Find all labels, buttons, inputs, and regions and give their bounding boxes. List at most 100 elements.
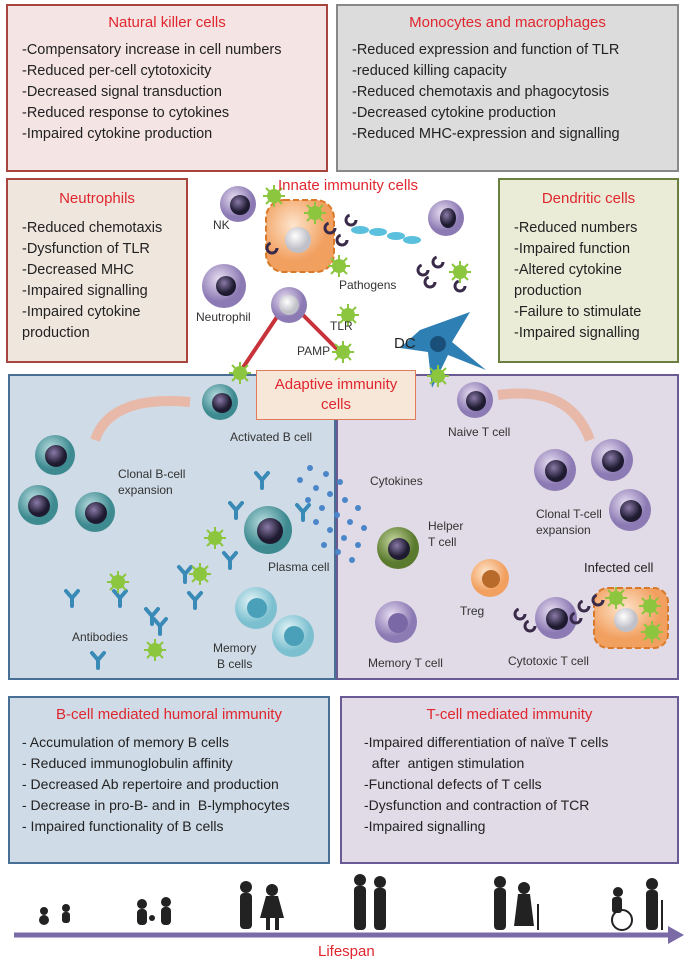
lifespan-label: Lifespan (318, 943, 375, 960)
neutrophils-box: Neutrophils -Reduced chemotaxis -Dysfunc… (6, 178, 188, 363)
list-item: -Impaired signalling (514, 325, 640, 341)
neutrophils-list: -Reduced chemotaxis -Dysfunction of TLR … (22, 218, 162, 344)
clonal-t-label: Clonal T-cell expansion (536, 507, 602, 537)
list-item: production (514, 283, 582, 299)
list-item: -Impaired cytokine production (22, 126, 213, 142)
nk-title: Natural killer cells (108, 14, 226, 31)
t-mediated-box: T-cell mediated immunity -Impaired diffe… (340, 696, 679, 864)
t-expansion-arrow (497, 388, 595, 442)
youth-icon (240, 881, 284, 930)
list-item: -Impaired function (514, 241, 631, 257)
helper-t-label: Helper T cell (428, 519, 464, 549)
list-item: - Decrease in pro-B- and in B-lymphocyte… (22, 797, 290, 813)
list-item: -Reduced chemotaxis (22, 220, 163, 236)
elderly-icon (494, 876, 539, 930)
list-item: -Reduced per-cell cytotoxicity (22, 63, 212, 79)
list-item: -reduced killing capacity (352, 63, 507, 79)
dendritic-cell-illustration (400, 312, 486, 388)
adults-icon (354, 874, 386, 930)
people-silhouettes (39, 874, 663, 931)
list-item: -Failure to stimulate (514, 304, 642, 320)
pamp-label: PAMP (297, 344, 331, 358)
list-item: - Accumulation of memory B cells (22, 734, 229, 750)
treg-label: Treg (460, 604, 485, 618)
neutrophils-title: Neutrophils (59, 190, 135, 207)
tlr-label: TLR (330, 319, 353, 333)
list-item: -Reduced MHC-expression and signalling (352, 126, 620, 142)
list-item: -Reduced expression and function of TLR (352, 42, 620, 58)
list-item: -Impaired signalling (22, 283, 148, 299)
adaptive-title: Adaptive immunity cells (274, 376, 398, 413)
monocytes-box: Monocytes and macrophages -Reduced expre… (336, 4, 679, 172)
memory-t-label: Memory T cell (368, 656, 443, 670)
humoral-list: - Accumulation of memory B cells - Reduc… (22, 732, 290, 837)
list-item: after antigen stimulation (364, 755, 525, 771)
nk-list: -Compensatory increase in cell numbers -… (22, 40, 282, 145)
cytokine-dots (297, 465, 367, 563)
list-item: -Dysfunction of TLR (22, 241, 150, 257)
cytokines-label: Cytokines (370, 474, 423, 488)
naive-t-cell-label: Naive T cell (448, 425, 511, 439)
naive-t-cell-illustration (457, 382, 493, 418)
b-expansion-arrow (90, 396, 191, 442)
helper-t-cell-illustration (377, 527, 419, 569)
list-item: -Compensatory increase in cell numbers (22, 42, 282, 58)
list-item: -Functional defects of T cells (364, 776, 542, 792)
macrophage-illustration (265, 199, 335, 273)
memory-b-label: Memory B cells (213, 641, 257, 671)
activated-b-cell-illustration (202, 384, 238, 420)
list-item: -Impaired signalling (364, 818, 486, 834)
nk-label: NK (213, 218, 230, 232)
cytotoxic-t-cell-illustration (535, 597, 577, 639)
clonal-t-cells (534, 439, 651, 531)
list-item: - Impaired functionality of B cells (22, 818, 224, 834)
list-item: -Decreased signal transduction (22, 84, 222, 100)
humoral-title: B-cell mediated humoral immunity (56, 706, 282, 723)
dendritic-title: Dendritic cells (541, 190, 636, 207)
list-item: -Impaired differentiation of naïve T cel… (364, 734, 609, 750)
list-item: -Impaired cytokine (22, 304, 141, 320)
phagocyte-illustration (271, 287, 307, 323)
lifespan-arrowhead (668, 926, 684, 944)
clonal-b-label: Clonal B-cell expansion (118, 467, 186, 497)
aged-wheelchair-icon (611, 878, 663, 931)
list-item: production (22, 325, 90, 341)
plasma-cell-label: Plasma cell (268, 560, 330, 574)
children-icon (137, 897, 171, 925)
list-item: -Decreased MHC (22, 262, 134, 278)
monocyte-illustration (428, 200, 464, 236)
adaptive-title-box: Adaptive immunity cells (256, 370, 416, 420)
innate-title: Innate immunity cells (278, 177, 419, 194)
monocytes-list: -Reduced expression and function of TLR … (352, 40, 620, 145)
memory-b-cells (235, 587, 314, 657)
list-item: -Decreased cytokine production (352, 105, 556, 121)
pathogens-label: Pathogens (339, 278, 397, 292)
t-mediated-title: T-cell mediated immunity (426, 706, 593, 723)
list-item: -Reduced numbers (514, 220, 638, 236)
neutrophil-illustration (202, 264, 246, 308)
antibodies-label: Antibodies (72, 630, 129, 644)
cytotoxic-t-label: Cytotoxic T cell (508, 654, 589, 668)
plasma-cell-illustration (244, 506, 292, 554)
humoral-box: B-cell mediated humoral immunity - Accum… (8, 696, 330, 864)
list-item: -Altered cytokine (514, 262, 622, 278)
treg-illustration (471, 559, 509, 597)
list-item: -Reduced chemotaxis and phagocytosis (352, 84, 610, 100)
activated-b-cell-label: Activated B cell (230, 430, 313, 444)
list-item: - Reduced immunoglobulin affinity (22, 755, 233, 771)
clonal-b-cells (18, 435, 115, 532)
infected-cell-illustration (593, 586, 669, 649)
list-item: - Decreased Ab repertoire and production (22, 776, 279, 792)
dendritic-list: -Reduced numbers -Impaired function -Alt… (514, 218, 641, 344)
dc-label: DC (394, 335, 416, 352)
infected-cell-label: Infected cell (584, 560, 654, 575)
dendritic-box: Dendritic cells -Reduced numbers -Impair… (498, 178, 679, 363)
list-item: -Reduced response to cytokines (22, 105, 230, 121)
t-mediated-list: -Impaired differentiation of naïve T cel… (364, 732, 608, 837)
nk-box: Natural killer cells -Compensatory incre… (6, 4, 328, 172)
monocytes-title: Monocytes and macrophages (409, 14, 606, 31)
infant-icon (39, 904, 70, 925)
list-item: -Dysfunction and contraction of TCR (364, 797, 590, 813)
memory-t-cell-illustration (375, 601, 417, 643)
